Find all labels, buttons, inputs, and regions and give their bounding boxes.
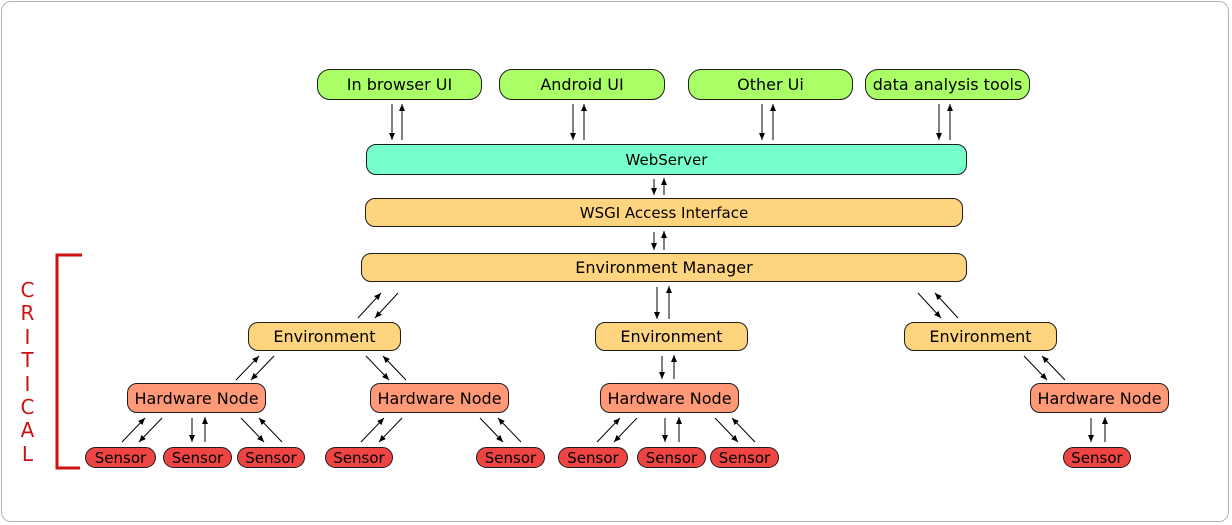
arrow-up: [235, 355, 260, 381]
wsgi-access-interface-node: WSGI Access Interface: [365, 198, 963, 227]
client-android-ui: Android UI: [499, 69, 665, 100]
sensor-node: Sensor: [85, 447, 156, 468]
environment-node: Environment: [904, 322, 1057, 351]
arrow-down: [378, 417, 403, 443]
arrow-down: [365, 355, 390, 381]
arrow-up: [731, 417, 756, 443]
client-other-ui: Other Ui: [688, 69, 853, 100]
arrow-up: [497, 417, 522, 443]
hardware-node: Hardware Node: [600, 383, 739, 413]
arrow-down: [374, 292, 399, 319]
sensor-node: Sensor: [558, 447, 628, 468]
environment-node: Environment: [595, 322, 748, 351]
webserver-node: WebServer: [366, 144, 967, 175]
hardware-node: Hardware Node: [1030, 383, 1169, 413]
sensor-node: Sensor: [637, 447, 706, 468]
sensor-node: Sensor: [710, 447, 779, 468]
arrow-down: [479, 417, 504, 443]
arrow-down: [613, 417, 638, 443]
sensor-node: Sensor: [1063, 447, 1131, 468]
arrow-up: [258, 417, 283, 443]
client-data-analysis-tools: data analysis tools: [865, 69, 1030, 100]
sensor-node: Sensor: [237, 447, 305, 468]
arrow-up: [596, 417, 621, 443]
arrow-down: [240, 417, 265, 443]
hardware-node: Hardware Node: [370, 383, 509, 413]
arrow-up: [121, 417, 146, 443]
sensor-node: Sensor: [476, 447, 545, 468]
hardware-node: Hardware Node: [127, 383, 266, 413]
sensor-node: Sensor: [325, 447, 393, 468]
arrow-up: [360, 417, 385, 443]
arrow-down: [1023, 355, 1048, 381]
client-browser-ui: In browser UI: [317, 69, 482, 100]
sensor-node: Sensor: [163, 447, 232, 468]
arrow-down: [917, 292, 942, 319]
arrow-up: [1041, 355, 1066, 381]
arrow-down: [250, 355, 275, 381]
environment-manager-node: Environment Manager: [361, 253, 967, 282]
critical-bracket: [55, 253, 82, 470]
environment-node: Environment: [248, 322, 401, 351]
arrow-down: [714, 417, 739, 443]
arrow-up: [934, 292, 959, 319]
arrow-down: [138, 417, 163, 443]
critical-label: CRITICAL: [20, 278, 35, 466]
arrow-up: [382, 355, 407, 381]
arrow-up: [357, 292, 382, 319]
